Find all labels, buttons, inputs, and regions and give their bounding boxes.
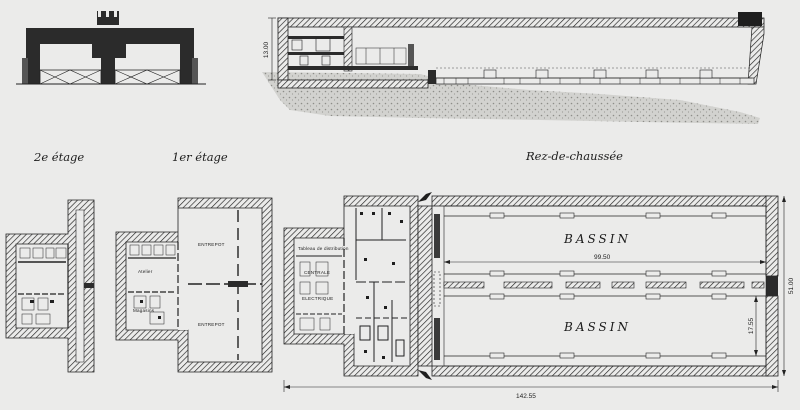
basin-width-dim: 17.55 (748, 317, 755, 334)
total-length-dim: 142.55 (516, 393, 536, 400)
tableau-label: Tableau de distribution (298, 246, 349, 251)
bassin-bottom-label: BASSIN (563, 320, 631, 334)
entrepot-bottom-label: ENTREPOT (198, 322, 225, 327)
electrique-label: ELECTRIQUE (302, 296, 333, 301)
front-elevation (16, 11, 206, 85)
magasins-label: Magasins (133, 308, 155, 313)
ground-floor-title: Rez-de-chaussée (525, 149, 623, 163)
entrepot-top-label: ENTREPOT (198, 242, 225, 247)
bassin-top-label: BASSIN (563, 232, 631, 246)
section-height-dim: 13.00 (263, 41, 270, 58)
atelier-label: Atelier (138, 269, 153, 274)
first-floor-title: 1er étage (172, 150, 228, 164)
total-width-dim: 51.00 (788, 277, 795, 294)
second-floor-title: 2e étage (33, 150, 84, 164)
first-floor-plan: Atelier Magasins ENTREPOT ENTREPOT (115, 197, 273, 373)
basin-length-dim: 99.50 (594, 254, 611, 261)
second-floor-plan (5, 199, 95, 373)
ground-floor-plan: BASSIN BASSIN Tableau de distribution CE… (283, 192, 795, 400)
centrale-label: CENTRALE (304, 270, 330, 275)
longitudinal-section: 13.00 (262, 12, 765, 124)
